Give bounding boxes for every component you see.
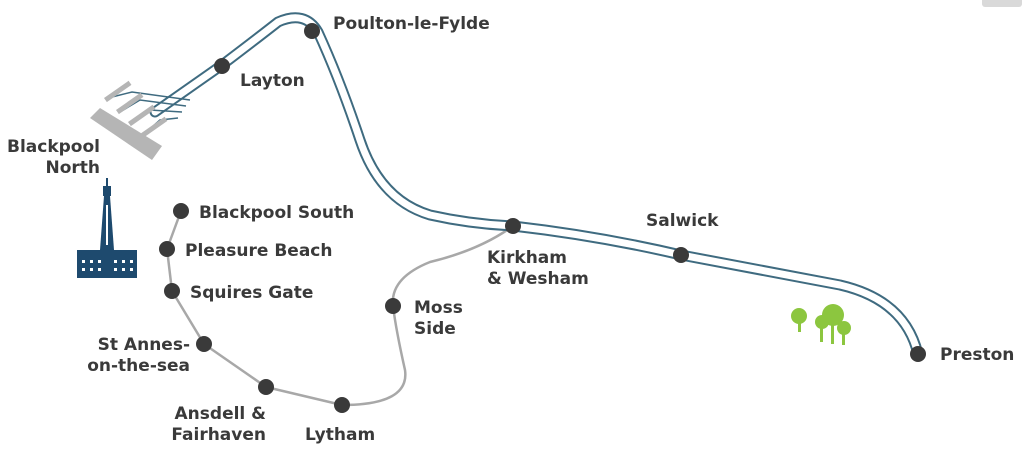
station-label-blackpool-south: Blackpool South	[199, 203, 355, 223]
station-dot-pleasure-beach[interactable]	[159, 241, 175, 257]
blackpool-north-platforms-icon	[90, 80, 191, 160]
blackpool-tower-icon	[77, 178, 137, 278]
south-fylde-branch-line	[165, 209, 515, 407]
station-label-ansdell: Ansdell & Fairhaven	[171, 404, 266, 445]
station-label-pleasure-beach: Pleasure Beach	[185, 241, 333, 261]
station-label-blackpool-north: Blackpool North	[7, 137, 100, 178]
station-label-poulton: Poulton-le-Fylde	[333, 14, 490, 34]
station-label-squires-gate: Squires Gate	[190, 283, 314, 303]
station-dot-squires-gate[interactable]	[164, 283, 180, 299]
main-line-inner	[151, 14, 922, 358]
station-dot-poulton[interactable]	[304, 23, 320, 39]
station-dot-kirkham[interactable]	[505, 218, 521, 234]
station-dot-lytham[interactable]	[334, 397, 350, 413]
station-label-kirkham: Kirkham & Wesham	[487, 248, 589, 289]
station-label-st-annes: St Annes- on-the-sea	[87, 335, 190, 376]
station-dot-blackpool-south[interactable]	[173, 203, 189, 219]
station-label-layton: Layton	[240, 71, 305, 91]
window-corner-tab	[982, 0, 1022, 7]
station-label-lytham: Lytham	[305, 425, 376, 445]
station-dot-moss-side[interactable]	[385, 298, 401, 314]
station-label-moss-side: Moss Side	[414, 298, 463, 339]
station-dot-salwick[interactable]	[673, 247, 689, 263]
station-dot-ansdell[interactable]	[258, 379, 274, 395]
station-label-preston: Preston	[940, 345, 1015, 365]
station-label-salwick: Salwick	[646, 211, 719, 231]
trees-icon	[791, 304, 851, 345]
station-dot-layton[interactable]	[214, 58, 230, 74]
station-dot-preston[interactable]	[910, 346, 926, 362]
station-dot-st-annes[interactable]	[196, 336, 212, 352]
